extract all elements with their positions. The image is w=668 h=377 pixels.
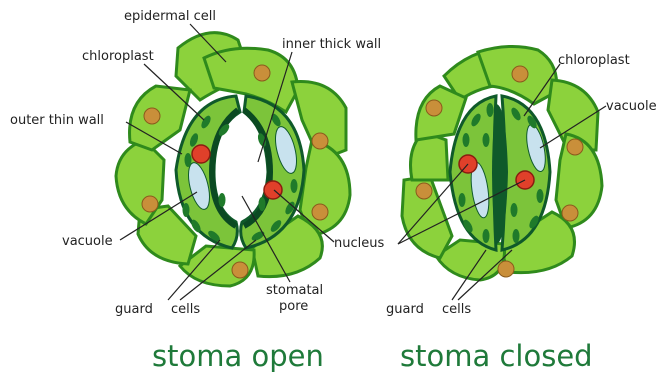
label-vacuole: vacuole <box>62 234 113 249</box>
caption-stoma-closed: stoma closed <box>400 339 593 373</box>
epidermal-nucleus <box>562 205 578 221</box>
label-cells: cells <box>171 302 200 317</box>
chloroplast <box>291 179 298 193</box>
chloroplast <box>463 133 470 147</box>
epidermal-nucleus <box>232 262 248 278</box>
chloroplast <box>483 229 490 243</box>
chloroplast <box>459 193 466 207</box>
label-guard: guard <box>115 302 153 317</box>
label-chloroplast: chloroplast <box>558 53 630 68</box>
epidermal-nucleus <box>426 100 442 116</box>
nucleus <box>192 145 210 163</box>
chloroplast <box>537 189 544 203</box>
chloroplast <box>511 203 518 217</box>
label-outer-thin-wall: outer thin wall <box>10 113 104 128</box>
epidermal-nucleus <box>142 196 158 212</box>
epidermal-nucleus <box>498 261 514 277</box>
nucleus <box>264 181 282 199</box>
epidermal-nucleus <box>254 65 270 81</box>
label-stomatal: stomatal <box>266 283 323 298</box>
epidermal-nucleus <box>416 183 432 199</box>
label-cells: cells <box>442 302 471 317</box>
label-vacuole: vacuole <box>606 99 657 114</box>
label-inner-thick-wall: inner thick wall <box>282 37 381 52</box>
label-guard: guard <box>386 302 424 317</box>
chloroplast <box>183 203 190 217</box>
chloroplast <box>513 229 520 243</box>
chloroplast <box>487 103 494 117</box>
stoma-closed-diagram: chloroplast vacuole guard cells stoma cl… <box>386 46 657 373</box>
label-epidermal-cell: epidermal cell <box>124 9 216 24</box>
caption-stoma-open: stoma open <box>152 339 324 373</box>
chloroplast <box>483 133 490 147</box>
epidermal-nucleus <box>512 66 528 82</box>
stoma-open-diagram: epidermal cell chloroplast inner thick w… <box>10 9 384 373</box>
epidermal-nucleus <box>144 108 160 124</box>
label-nucleus: nucleus <box>334 236 384 251</box>
chloroplast <box>185 153 192 167</box>
chloroplast <box>219 193 226 207</box>
epidermal-nucleus <box>567 139 583 155</box>
chloroplast <box>259 197 266 211</box>
label-chloroplast: chloroplast <box>82 49 154 64</box>
epidermal-nucleus <box>312 133 328 149</box>
label-pore: pore <box>279 299 308 314</box>
epidermal-nucleus <box>312 204 328 220</box>
